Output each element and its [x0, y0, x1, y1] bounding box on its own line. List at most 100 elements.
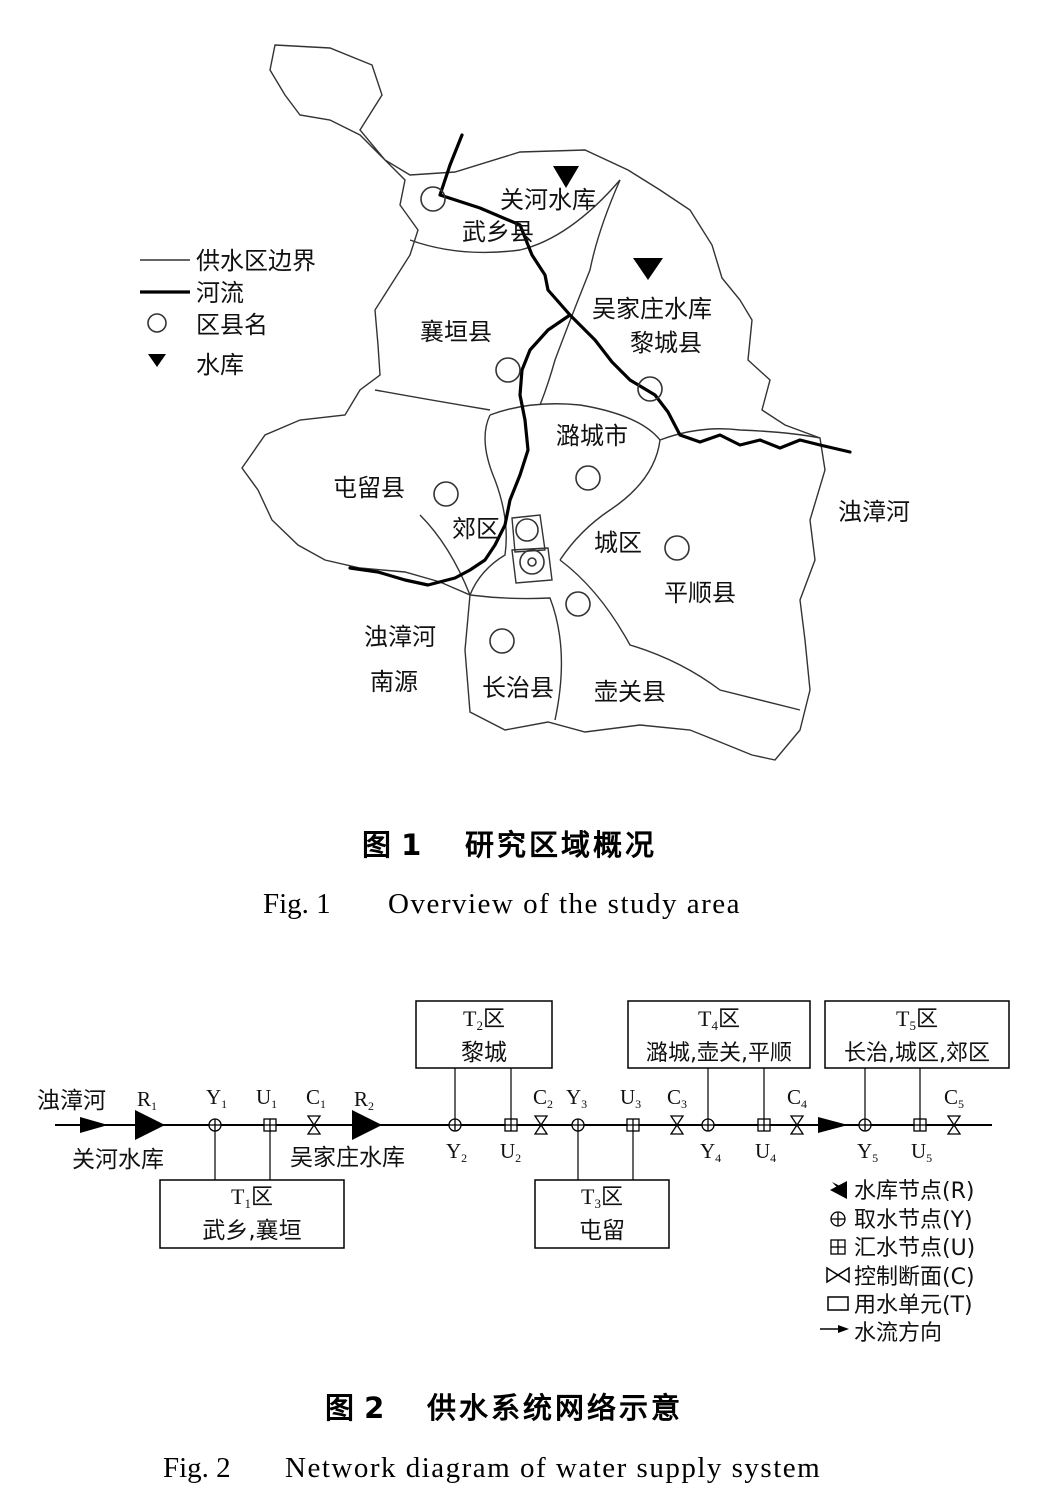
node-label-u2: U2	[500, 1139, 521, 1165]
intake-node-y3	[571, 1118, 585, 1132]
legend-reservoir-label: 水库	[196, 351, 244, 379]
unit-title-t1: T1区	[231, 1184, 273, 1211]
node-label-c3: C3	[667, 1085, 687, 1111]
fig1-caption-zh: 研究区域概况	[465, 828, 657, 862]
legend-unit-label: 用水单元(T)	[854, 1293, 973, 1318]
label-wujiazhuang-reservoir: 吴家庄水库	[592, 295, 712, 323]
intake-nodes	[208, 1118, 872, 1132]
node-label-r2: R2	[354, 1087, 374, 1113]
boundary-wuxiang	[409, 179, 621, 254]
fig2-caption-en: Network diagram of water supply system	[285, 1452, 821, 1484]
unit-members-t2: 黎城	[461, 1040, 507, 1066]
map-outer-boundary	[241, 44, 826, 761]
node-label-u5: U5	[911, 1139, 932, 1165]
label-south-source: 南源	[370, 668, 418, 696]
label-reservoir-1: 关河水库	[72, 1147, 164, 1173]
control-section-c4	[789, 1115, 805, 1135]
legend-flow-label: 水流方向	[854, 1321, 942, 1346]
intake-node-y5	[858, 1118, 872, 1132]
reservoir-node-r1	[135, 1110, 165, 1140]
node-label-y1: Y1	[206, 1085, 227, 1111]
label-reservoir-2: 吴家庄水库	[290, 1145, 405, 1171]
county-circle-licheng	[637, 376, 663, 402]
legend-boundary-label: 供水区边界	[196, 247, 316, 275]
reservoir-triangle-guanhe	[553, 166, 579, 188]
river-east	[568, 313, 852, 454]
map-legend: 供水区边界 河流 区县名 水库	[140, 247, 316, 379]
intake-node-y4	[701, 1118, 715, 1132]
label-chengqu: 城区	[594, 529, 642, 557]
node-label-y4: Y4	[700, 1139, 721, 1165]
unit-box-t4	[627, 1000, 811, 1069]
network-legend: 水库节点(R) 取水节点(Y) 汇水节点(U) 控制断面(C) 用水单元(T) …	[820, 1179, 975, 1346]
legend-intake-label: 取水节点(Y)	[854, 1208, 973, 1233]
legend-reservoir-node-icon-fill	[830, 1181, 847, 1199]
fig1-caption-en: Overview of the study area	[388, 888, 741, 920]
node-label-c2: C2	[533, 1085, 553, 1111]
label-licheng: 黎城县	[630, 329, 702, 357]
boundary-chengqu-pingshun	[559, 559, 801, 711]
label-zhuozhang-river-east: 浊漳河	[838, 498, 910, 526]
reservoir-node-r2	[352, 1110, 382, 1140]
node-label-u3: U3	[620, 1085, 641, 1111]
fig1-caption-en-label: Fig. 1	[263, 888, 331, 920]
county-circle-huguan	[565, 591, 591, 617]
legend-reservoir-icon	[148, 354, 166, 367]
legend-confluence-label: 汇水节点(U)	[854, 1236, 975, 1261]
confluence-node-u1	[263, 1118, 277, 1132]
label-river-inlet: 浊漳河	[37, 1088, 106, 1114]
county-circle-center	[519, 549, 545, 575]
legend-reservoir-node-label: 水库节点(R)	[854, 1179, 974, 1204]
label-guanhe-reservoir: 关河水库	[500, 186, 596, 214]
boundary-tunliu-jiaoqu	[419, 514, 471, 596]
label-lucheng: 潞城市	[556, 422, 628, 450]
confluence-node-u4	[757, 1118, 771, 1132]
unit-title-t4: T4区	[698, 1006, 740, 1033]
confluence-node-u3	[626, 1118, 640, 1132]
confluence-node-u5	[913, 1118, 927, 1132]
boundary-xiangyuan-licheng	[539, 179, 621, 406]
control-section-c5	[946, 1115, 962, 1135]
legend-county-label: 区县名	[196, 311, 268, 339]
boundary-changzhi	[469, 594, 563, 721]
map-labels: 关河水库 武乡县 吴家庄水库 黎城县 襄垣县 潞城市 屯留县 郊区 城区 平顺县…	[333, 186, 910, 706]
label-jiaoqu: 郊区	[452, 515, 500, 543]
legend-arrow-icon	[820, 1325, 849, 1333]
node-label-r1: R1	[137, 1087, 157, 1113]
boundary-licheng-pingshun	[659, 428, 821, 441]
unit-title-t3: T3区	[581, 1184, 623, 1211]
unit-members-t5: 长治,城区,郊区	[844, 1041, 990, 1066]
county-circle-xiangyuan	[495, 357, 521, 383]
label-xiangyuan: 襄垣县	[420, 318, 492, 346]
node-label-y3: Y3	[566, 1085, 587, 1111]
label-huguan: 壶关县	[594, 678, 666, 706]
county-circle-chengqu	[664, 535, 690, 561]
unit-title-t5: T5区	[896, 1006, 938, 1033]
legend-river-label: 河流	[196, 279, 244, 307]
legend-control-label: 控制断面(C)	[854, 1265, 975, 1290]
label-changzhi: 长治县	[482, 674, 554, 702]
intake-node-y2	[448, 1118, 462, 1132]
rivers	[348, 133, 852, 587]
label-wuxiang: 武乡县	[462, 218, 534, 246]
label-zhuozhang-river-south: 浊漳河	[364, 623, 436, 651]
county-circle-tunliu	[433, 481, 459, 507]
fig2-caption-zh: 供水系统网络示意	[426, 1391, 683, 1425]
boundary-xiangyuan-tunliu	[374, 389, 491, 411]
boundary-lucheng	[489, 403, 661, 561]
legend-confluence-icon	[830, 1239, 846, 1255]
intake-node-y1	[208, 1118, 222, 1132]
legend-control-icon	[826, 1266, 850, 1284]
county-circle-lucheng	[575, 465, 601, 491]
control-section-c1	[306, 1115, 322, 1135]
legend-circle-icon	[147, 313, 167, 333]
node-label-y2: Y2	[446, 1139, 467, 1165]
confluence-nodes	[263, 1118, 927, 1132]
county-circle-jiaoqu	[515, 518, 539, 542]
node-label-c4: C4	[787, 1085, 807, 1111]
county-circle-changzhi	[489, 628, 515, 654]
legend-intake-icon	[830, 1211, 846, 1227]
reservoir-triangle-wujiazhuang	[633, 258, 663, 280]
river-main	[348, 133, 572, 587]
